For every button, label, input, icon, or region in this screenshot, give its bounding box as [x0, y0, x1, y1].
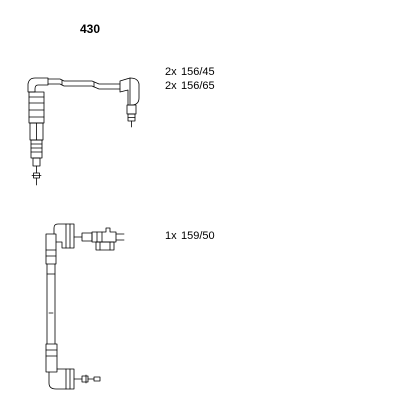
spec-line-1: 2x 156/45 — [165, 66, 215, 78]
ignition-cable — [46, 263, 56, 345]
spec-size: 159/50 — [181, 230, 215, 242]
ignition-cable — [47, 78, 121, 90]
spark-plug-boot-upper — [45, 223, 75, 265]
spec-size: 156/65 — [181, 80, 215, 92]
spec-qty: 2x — [165, 66, 177, 78]
connector-terminal — [73, 227, 125, 251]
spark-plug-boot-left — [27, 77, 49, 186]
spec-qty: 2x — [165, 80, 177, 92]
lead-set-1 — [27, 77, 140, 186]
spec-line-3: 1x 159/50 — [165, 230, 215, 242]
distributor-boot-right — [119, 77, 140, 128]
spec-size: 156/45 — [181, 66, 215, 78]
part-number: 430 — [80, 22, 101, 36]
lead-set-2 — [45, 223, 125, 390]
spec-qty: 1x — [165, 230, 177, 242]
spark-plug-boot-lower — [45, 343, 101, 390]
spec-line-2: 2x 156/65 — [165, 80, 215, 92]
